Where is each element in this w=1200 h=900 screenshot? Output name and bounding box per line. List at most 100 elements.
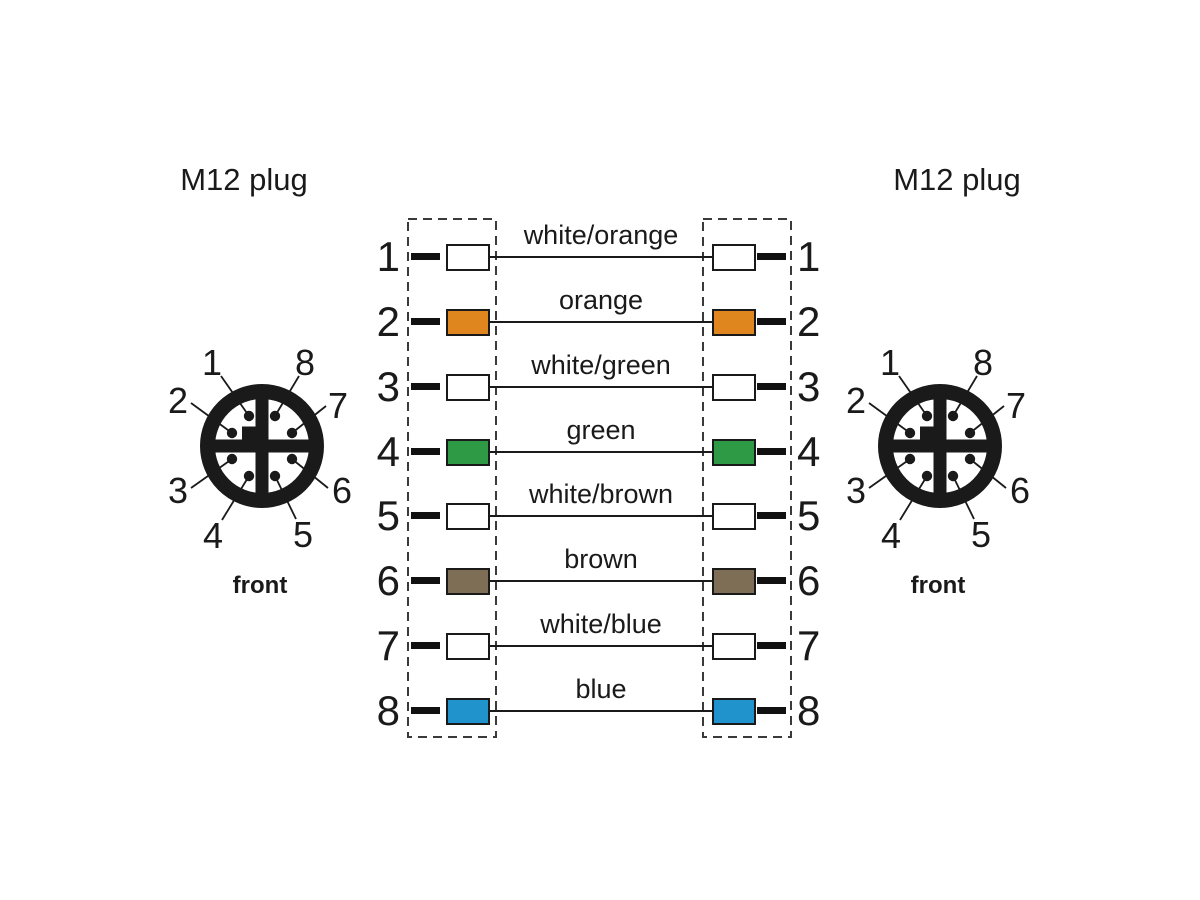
right-wire-terminal-box	[712, 244, 756, 271]
right-wire-stub	[757, 318, 786, 325]
wire-line	[490, 386, 712, 388]
left-pin-number: 3	[376, 363, 400, 410]
wire-color-label: white/orange	[523, 220, 679, 250]
right-pin-number: 4	[797, 428, 821, 475]
wire-color-label: white/blue	[540, 609, 662, 639]
right-wire-terminal-box	[712, 633, 756, 660]
right-pin-dot	[904, 427, 916, 439]
left-wire-stub	[411, 642, 440, 649]
right-wire-terminal-box	[712, 309, 756, 336]
left-pin-number: 4	[376, 428, 400, 475]
right-pin-number: 5	[797, 492, 821, 539]
right-connector-cross-horizontal	[893, 439, 987, 453]
wire-color-label: brown	[564, 544, 638, 574]
left-plug-title: M12 plug	[180, 162, 308, 197]
right-front-label: front	[910, 572, 966, 599]
left-wire-stub	[411, 318, 440, 325]
right-pin-dot	[964, 453, 976, 465]
left-wire-terminal-box	[446, 309, 490, 336]
left-pin-number-label: 3	[168, 470, 188, 511]
right-pin-number-label: 3	[846, 470, 866, 511]
left-pin-number: 1	[376, 233, 400, 280]
right-wire-stub	[757, 383, 786, 390]
left-connector-key-notch	[242, 426, 256, 440]
left-wire-stub	[411, 512, 440, 519]
left-pin-dot	[243, 410, 255, 422]
left-wire-terminal-box	[446, 374, 490, 401]
right-wire-terminal-box	[712, 503, 756, 530]
right-plug-title: M12 plug	[893, 162, 1021, 197]
right-wire-terminal-box	[712, 698, 756, 725]
right-pin-number-label: 5	[971, 514, 991, 555]
left-pin-dot	[226, 427, 238, 439]
right-connector-ring	[878, 384, 1002, 508]
left-pin-number: 2	[376, 298, 400, 345]
left-wire-stub	[411, 383, 440, 390]
right-pin-number-label: 4	[881, 515, 901, 556]
left-connector-ring	[200, 384, 324, 508]
left-pin-number: 7	[376, 622, 400, 669]
right-pin-number: 1	[797, 233, 821, 280]
wire-line	[490, 256, 712, 258]
right-wire-stub	[757, 253, 786, 260]
wire-color-label: white/green	[531, 350, 671, 380]
left-pin-dot	[269, 470, 281, 482]
left-pin-number-label: 2	[168, 380, 188, 421]
wire-color-label: white/brown	[528, 479, 674, 509]
right-pin-dot	[921, 470, 933, 482]
left-wire-terminal-box	[446, 698, 490, 725]
right-wire-stub	[757, 642, 786, 649]
left-wire-terminal-box	[446, 439, 490, 466]
right-pin-dot	[921, 410, 933, 422]
left-front-label: front	[232, 572, 288, 599]
wire-line	[490, 645, 712, 647]
wire-line	[490, 710, 712, 712]
right-pin-number: 2	[797, 298, 821, 345]
left-pin-dot	[286, 453, 298, 465]
right-wire-stub	[757, 512, 786, 519]
wire-line	[490, 515, 712, 517]
left-wire-stub	[411, 448, 440, 455]
left-wire-stub	[411, 577, 440, 584]
wire-line	[490, 580, 712, 582]
right-wire-terminal-box	[712, 568, 756, 595]
left-wire-stub	[411, 253, 440, 260]
wire-color-label: blue	[575, 674, 627, 704]
right-terminal-group-box	[702, 218, 792, 738]
left-pin-number: 8	[376, 687, 400, 734]
wire-color-label: green	[566, 415, 636, 445]
left-wire-terminal-box	[446, 503, 490, 530]
right-wire-terminal-box	[712, 439, 756, 466]
left-pin-dot	[226, 453, 238, 465]
right-wire-terminal-box	[712, 374, 756, 401]
left-pin-dot	[243, 470, 255, 482]
right-pin-number-label: 2	[846, 380, 866, 421]
left-pin-dot	[286, 427, 298, 439]
right-wire-stub	[757, 577, 786, 584]
right-pin-number: 8	[797, 687, 821, 734]
left-pin-number-label: 6	[332, 470, 352, 511]
wire-line	[490, 451, 712, 453]
wire-line	[490, 321, 712, 323]
left-pin-dot	[269, 410, 281, 422]
right-pin-number: 3	[797, 363, 821, 410]
left-wire-terminal-box	[446, 568, 490, 595]
right-pin-number-label: 8	[973, 342, 993, 383]
left-terminal-group-box	[407, 218, 497, 738]
left-wire-terminal-box	[446, 633, 490, 660]
right-wire-stub	[757, 448, 786, 455]
wire-color-label: orange	[558, 285, 644, 315]
right-wire-stub	[757, 707, 786, 714]
right-pin-dot	[964, 427, 976, 439]
right-pin-number-label: 1	[880, 342, 900, 383]
left-pin-number-label: 4	[203, 515, 223, 556]
right-pin-dot	[947, 410, 959, 422]
right-pin-number-label: 6	[1010, 470, 1030, 511]
left-wire-stub	[411, 707, 440, 714]
left-pin-number: 6	[376, 557, 400, 604]
left-pin-number-label: 7	[328, 385, 348, 426]
right-pin-number-label: 7	[1006, 385, 1026, 426]
right-pin-dot	[904, 453, 916, 465]
